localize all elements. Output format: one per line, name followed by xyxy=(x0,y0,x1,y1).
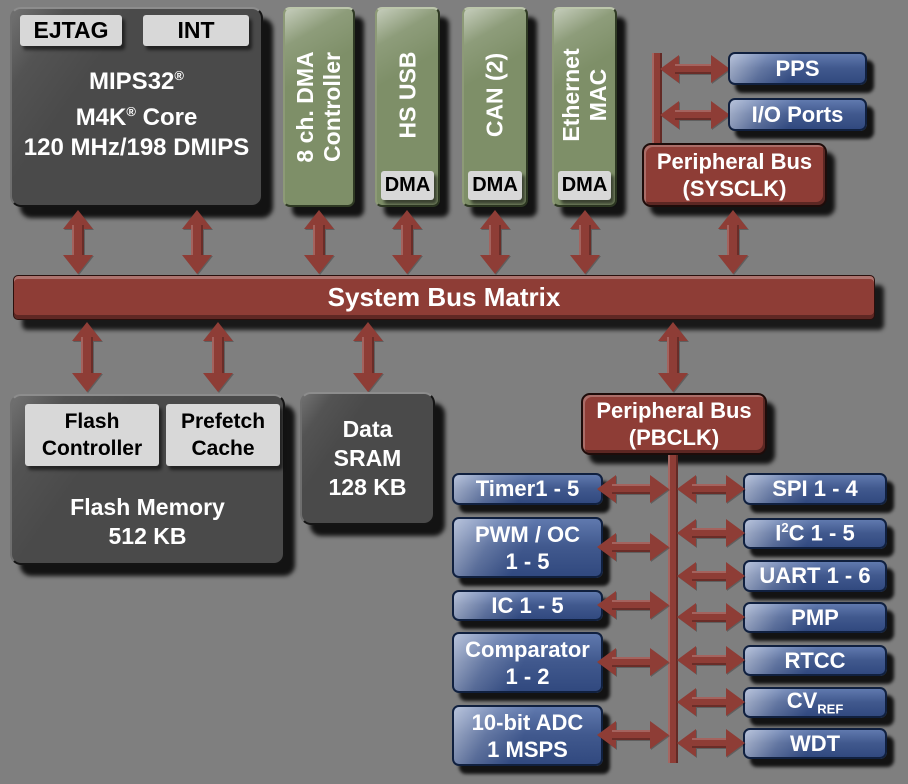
double-arrow-bus-pbclk xyxy=(658,322,688,392)
double-arrow-i2c xyxy=(677,519,745,547)
comparator-label: Comparator 1 - 2 xyxy=(465,636,590,689)
double-arrow-sysclk-ioports xyxy=(660,101,730,129)
double-arrow-timer xyxy=(597,475,669,503)
i2c-label: I2C 1 - 5 xyxy=(775,520,855,546)
system-bus-matrix-label: System Bus Matrix xyxy=(327,282,561,312)
timer-block: Timer1 - 5 xyxy=(452,473,603,505)
hs-usb-block: HS USB DMA xyxy=(375,7,440,207)
double-arrow-bus-prefetch xyxy=(203,322,233,392)
double-arrow-cvref xyxy=(677,688,745,716)
double-arrow-spi xyxy=(677,475,745,503)
io-ports-label: I/O Ports xyxy=(751,101,844,127)
comparator-block: Comparator 1 - 2 xyxy=(452,632,603,693)
ethernet-dma-badge: DMA xyxy=(558,171,611,200)
double-arrow-dmactrl-bus xyxy=(304,210,334,274)
flash-memory-block: Flash Controller Prefetch Cache Flash Me… xyxy=(10,394,285,565)
double-arrow-usb-bus xyxy=(392,210,422,274)
uart-label: UART 1 - 6 xyxy=(759,563,871,588)
registered-mark: ® xyxy=(174,68,184,83)
data-sram-block: Data SRAM 128 KB xyxy=(300,392,435,525)
double-arrow-ethernet-bus xyxy=(570,210,600,274)
rtcc-block: RTCC xyxy=(743,645,887,676)
pps-block: PPS xyxy=(728,52,867,85)
double-arrow-ic xyxy=(597,591,669,619)
rtcc-label: RTCC xyxy=(784,647,846,673)
int-label: INT xyxy=(177,17,215,43)
pmp-label: PMP xyxy=(791,604,839,630)
ejtag-badge: EJTAG xyxy=(20,15,122,46)
ic-label: IC 1 - 5 xyxy=(491,592,564,618)
spi-block: SPI 1 - 4 xyxy=(743,473,887,505)
sysclk-peripheral-bus-block: Peripheral Bus (SYSCLK) xyxy=(642,143,827,207)
double-arrow-adc xyxy=(597,721,669,749)
wdt-label: WDT xyxy=(789,730,841,756)
pbclk-bus-line xyxy=(668,455,678,763)
double-arrow-sysclk-busmatrix xyxy=(718,210,748,274)
cvref-label: CVREF xyxy=(786,688,844,717)
can-label: CAN (2) xyxy=(481,53,508,138)
can-block: CAN (2) DMA xyxy=(462,7,528,207)
timer-label: Timer1 - 5 xyxy=(475,476,580,501)
ethernet-mac-label: Ethernet MAC xyxy=(557,48,611,142)
adc-label: 10-bit ADC 1 MSPS xyxy=(471,709,584,762)
hs-usb-label: HS USB xyxy=(394,51,420,139)
pwm-oc-label: PWM / OC 1 - 5 xyxy=(474,521,581,574)
flash-memory-label: Flash Memory 512 KB xyxy=(70,494,225,549)
double-arrow-core-bus-1 xyxy=(63,210,93,274)
pmp-block: PMP xyxy=(743,602,887,633)
uart-block: UART 1 - 6 xyxy=(743,560,887,592)
system-bus-matrix: System Bus Matrix xyxy=(13,275,875,320)
prefetch-cache-badge: Prefetch Cache xyxy=(166,404,280,466)
i2c-block: I2C 1 - 5 xyxy=(743,518,887,549)
double-arrow-pwm-oc xyxy=(597,533,669,561)
double-arrow-rtcc xyxy=(677,646,745,674)
double-arrow-core-bus-2 xyxy=(182,210,212,274)
double-arrow-comparator xyxy=(597,648,669,676)
pbclk-peripheral-bus-block: Peripheral Bus (PBCLK) xyxy=(581,393,767,455)
sysclk-bus-label: Peripheral Bus (SYSCLK) xyxy=(656,149,813,201)
double-arrow-sysclk-pps xyxy=(660,55,730,83)
core-title: MIPS32® M4K® Core 120 MHz/198 DMIPS xyxy=(23,68,250,161)
usb-dma-badge: DMA xyxy=(381,171,434,200)
mips-core-block: EJTAG INT MIPS32® M4K® Core 120 MHz/198 … xyxy=(10,7,263,207)
spi-label: SPI 1 - 4 xyxy=(772,476,858,501)
can-dma-badge: DMA xyxy=(468,171,522,200)
data-sram-label: Data SRAM 128 KB xyxy=(328,416,407,500)
io-ports-block: I/O Ports xyxy=(728,98,867,131)
pbclk-bus-label: Peripheral Bus (PBCLK) xyxy=(596,398,752,450)
pps-label: PPS xyxy=(775,55,820,81)
ic-block: IC 1 - 5 xyxy=(452,590,603,621)
wdt-block: WDT xyxy=(743,728,887,759)
registered-mark: ® xyxy=(126,104,136,119)
ethernet-mac-block: Ethernet MAC DMA xyxy=(552,7,617,207)
double-arrow-bus-flashctrl xyxy=(72,322,102,392)
adc-block: 10-bit ADC 1 MSPS xyxy=(452,705,603,766)
flash-controller-badge: Flash Controller xyxy=(25,404,159,466)
double-arrow-wdt xyxy=(677,729,745,757)
double-arrow-pmp xyxy=(677,603,745,631)
dma-controller-block: 8 ch. DMA Controller xyxy=(283,7,355,207)
dma-controller-label: 8 ch. DMA Controller xyxy=(292,51,345,163)
int-badge: INT xyxy=(143,15,249,46)
cvref-block: CVREF xyxy=(743,687,887,718)
double-arrow-bus-sram xyxy=(353,322,383,392)
sysclk-bus-line xyxy=(652,53,662,145)
pwm-oc-block: PWM / OC 1 - 5 xyxy=(452,517,603,578)
ejtag-label: EJTAG xyxy=(33,17,109,43)
double-arrow-uart xyxy=(677,562,745,590)
double-arrow-can-bus xyxy=(480,210,510,274)
